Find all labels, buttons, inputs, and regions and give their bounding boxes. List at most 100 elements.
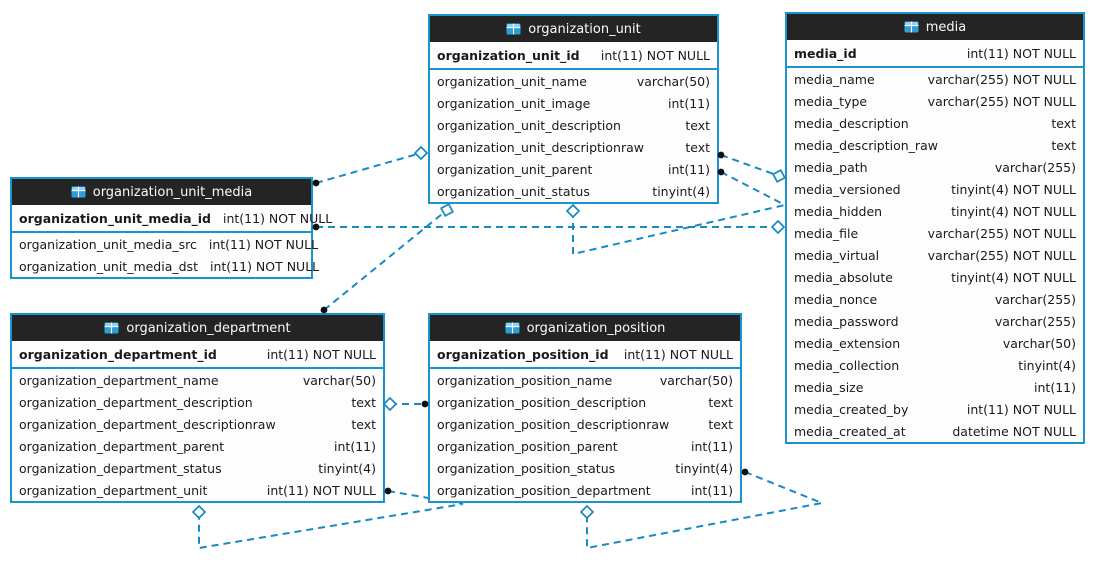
column-type: tinyint(4) NOT NULL — [951, 181, 1076, 197]
column-type: varchar(50) — [302, 372, 376, 388]
column-name: organization_department_unit — [19, 482, 208, 498]
table-header[interactable]: organization_department — [12, 315, 383, 341]
column-type: text — [1051, 137, 1076, 153]
column-name: organization_department_name — [19, 372, 219, 388]
table-header[interactable]: organization_unit — [430, 16, 717, 42]
column-type: int(11) NOT NULL — [266, 482, 376, 498]
relationship-organization_unit--media-middle[interactable] — [720, 171, 786, 206]
column-type: tinyint(4) — [1018, 357, 1076, 373]
table-media[interactable]: media media_id int(11) NOT NULL media_na… — [785, 12, 1085, 444]
table-organization_position[interactable]: organization_position organization_posit… — [428, 313, 742, 503]
relationship-organization_unit--media-lower[interactable] — [572, 204, 786, 256]
relationship-line[interactable] — [720, 154, 780, 177]
column-type: varchar(50) — [1002, 335, 1076, 351]
column-type: tinyint(4) — [652, 183, 710, 199]
primary-key-name: organization_unit_id — [437, 47, 580, 63]
column-type: varchar(50) — [636, 73, 710, 89]
relationship-line[interactable] — [586, 471, 826, 550]
relationship-organization_unit--media-upper[interactable] — [720, 154, 780, 177]
column-name: organization_unit_name — [437, 73, 587, 89]
table-header[interactable]: organization_unit_media — [12, 179, 311, 205]
column-type: int(11) — [691, 438, 733, 454]
relationship-organization_unit_media--organization_unit[interactable] — [315, 152, 422, 184]
column-row[interactable]: organization_unit_name varchar(50) — [430, 70, 717, 92]
primary-key-row[interactable]: media_id int(11) NOT NULL — [787, 40, 1083, 68]
primary-key-type: int(11) NOT NULL — [266, 346, 376, 362]
primary-key-row[interactable]: organization_department_id int(11) NOT N… — [12, 341, 383, 369]
relationship-line[interactable] — [315, 152, 422, 184]
table-organization_department[interactable]: organization_department organization_dep… — [10, 313, 385, 503]
table-organization_unit_media[interactable]: organization_unit_media organization_uni… — [10, 177, 332, 279]
relationship-line[interactable] — [720, 171, 786, 206]
column-name: organization_unit_media_src — [19, 236, 197, 252]
column-name: organization_unit_descriptionraw — [437, 139, 644, 155]
column-row[interactable]: media_absolute tinyint(4) NOT NULL — [787, 266, 1083, 288]
column-type: tinyint(4) NOT NULL — [951, 203, 1076, 219]
table-header[interactable]: organization_position — [430, 315, 740, 341]
primary-key-row[interactable]: organization_unit_media_id int(11) NOT N… — [12, 205, 332, 233]
primary-key-row[interactable]: organization_position_id int(11) NOT NUL… — [430, 341, 740, 369]
table-grid-icon — [904, 21, 919, 33]
column-type: varchar(255) NOT NULL — [927, 93, 1076, 109]
primary-key-type: int(11) NOT NULL — [623, 346, 733, 362]
relationship-organization_department--organization_unit[interactable] — [323, 209, 448, 311]
column-name: organization_department_status — [19, 460, 222, 476]
primary-key-row[interactable]: organization_unit_id int(11) NOT NULL — [430, 42, 717, 70]
column-type: tinyint(4) NOT NULL — [951, 269, 1076, 285]
column-type: int(11) — [668, 95, 710, 111]
table-title: organization_unit_media — [92, 184, 253, 200]
table-organization_unit[interactable]: organization_unit organization_unit_id i… — [428, 14, 719, 204]
column-name: media_absolute — [794, 269, 893, 285]
column-name: media_path — [794, 159, 868, 175]
relationship-organization_position--organization_position-self[interactable] — [586, 471, 826, 550]
relationship-line[interactable] — [572, 204, 786, 256]
column-type: int(11) — [668, 161, 710, 177]
column-row[interactable]: organization_department_unit int(11) NOT … — [12, 479, 383, 501]
column-row[interactable]: organization_department_name varchar(50) — [12, 369, 383, 391]
table-header[interactable]: media — [787, 14, 1083, 40]
primary-key-name: organization_unit_media_id — [19, 210, 211, 226]
table-title: organization_position — [526, 320, 666, 336]
primary-key-name: media_id — [794, 45, 857, 61]
column-row[interactable]: organization_unit_status tinyint(4) — [430, 180, 717, 202]
column-name: organization_unit_status — [437, 183, 590, 199]
relationship-line[interactable] — [323, 209, 448, 311]
relationship-line[interactable] — [198, 490, 464, 550]
relationship-organization_department--organization_department-self[interactable] — [198, 490, 464, 550]
